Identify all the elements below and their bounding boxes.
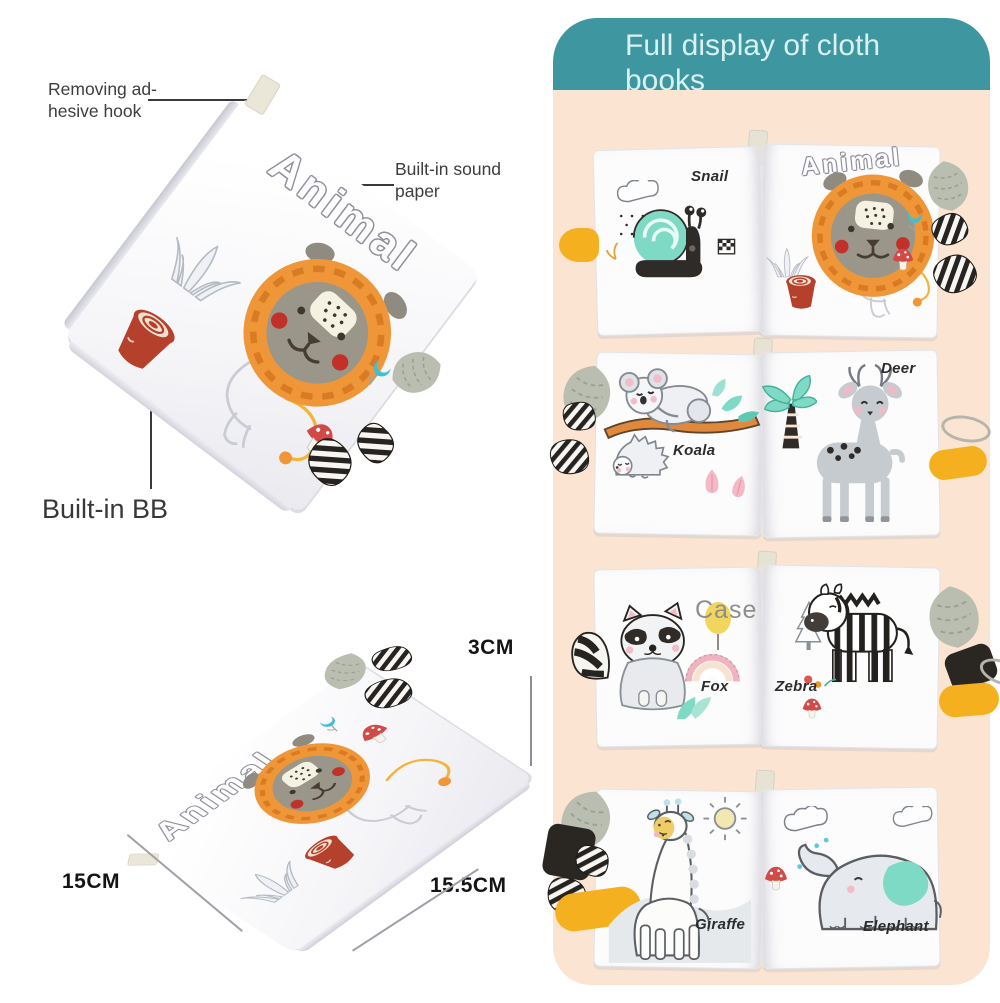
page-label-deer: Deer <box>881 360 916 377</box>
page-label-giraffe: Giraffe <box>695 916 746 933</box>
leader-line-hook <box>148 99 248 101</box>
yellow-tab <box>559 228 599 262</box>
page-label-elephant: Elephant <box>863 918 929 935</box>
display-panel: Full display of cloth books Snail Animal <box>540 18 1000 985</box>
page-label-fox: Fox <box>701 678 729 695</box>
dimension-width: 15CM <box>62 870 121 893</box>
teal-leaves-art <box>677 697 711 719</box>
mushroom-art <box>892 248 914 271</box>
zebra-tail-tag <box>362 643 414 712</box>
snail-art <box>605 180 737 280</box>
yellow-balloon-art <box>705 602 731 634</box>
cloth-book-cover-flat: Animal <box>118 643 534 954</box>
page-label-zebra: Zebra <box>775 678 818 695</box>
dimension-height: 3CM <box>468 636 514 659</box>
yellow-tab <box>937 681 1000 719</box>
annotation-built-in-bb: Built-in BB <box>42 494 169 524</box>
dimension-line-3cm <box>530 676 532 766</box>
giraffe-art <box>607 795 753 963</box>
page-label-snail: Snail <box>691 168 729 185</box>
balloon-string <box>717 634 719 650</box>
mushroom-art <box>802 698 822 719</box>
panel-title: Full display of cloth books <box>625 29 881 97</box>
annotation-removing-hook: Removing ad- hesive hook <box>48 79 157 122</box>
deer-art <box>811 361 937 526</box>
annotation-sound-paper: Built-in sound paper <box>395 159 502 202</box>
book-spread-fox-zebra: Case Fox Zebra <box>553 548 1000 783</box>
knit-tag <box>924 581 984 653</box>
watermark-case: Case <box>695 596 758 624</box>
palm-tree-art <box>761 374 817 450</box>
book-spread-cover: Snail Animal <box>553 129 990 360</box>
tree-stump-art <box>107 302 182 378</box>
book-spread-giraffe-elephant: Giraffe Elephant <box>540 766 990 1003</box>
book-spread-koala-deer: Koala Deer <box>547 336 993 566</box>
dimension-length: 15.5CM <box>430 874 507 897</box>
page-label-koala: Koala <box>673 442 716 459</box>
raccoon-fox-art <box>567 593 742 731</box>
hedgehog-art <box>612 433 669 479</box>
mushroom-art <box>355 719 396 749</box>
mushroom-art <box>764 866 788 891</box>
panel-header: Full display of cloth books <box>553 18 990 97</box>
pink-leaf-art <box>704 468 720 494</box>
rope-loop <box>939 411 993 447</box>
leader-line-bb <box>150 397 152 489</box>
